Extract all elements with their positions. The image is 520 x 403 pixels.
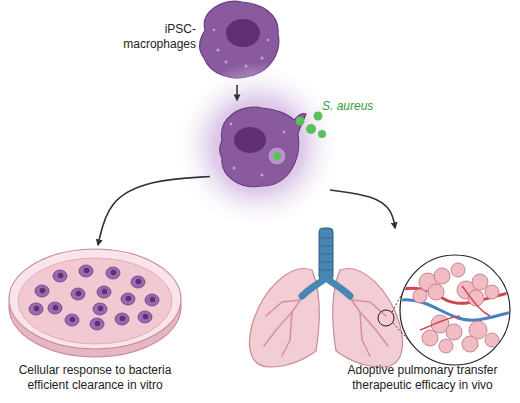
alveoli-inset	[378, 255, 512, 365]
petri-dish	[9, 249, 181, 357]
cell-label: iPSC- macrophages	[110, 22, 196, 52]
phagocyte-illustration	[174, 62, 342, 230]
in-vitro-dish-node: Cellular response to bacteria efficient …	[5, 245, 185, 400]
bacteria-dots	[296, 112, 327, 139]
outcome-caption: Adoptive pulmonary transfer therapeutic …	[330, 363, 515, 393]
bacteria-label: S. aureus	[322, 99, 382, 114]
phagocytosis-node: S. aureus	[210, 100, 380, 190]
in-vivo-lung-node: Adoptive pulmonary transfer therapeutic …	[240, 228, 518, 400]
flow-arrow	[330, 190, 395, 228]
flow-arrow	[98, 177, 210, 246]
flow-arrow	[236, 85, 238, 100]
outcome-caption: Cellular response to bacteria efficient …	[5, 363, 185, 393]
ipsc-macrophage-node: iPSC- macrophages	[110, 0, 285, 85]
lungs-illustration	[249, 228, 402, 367]
